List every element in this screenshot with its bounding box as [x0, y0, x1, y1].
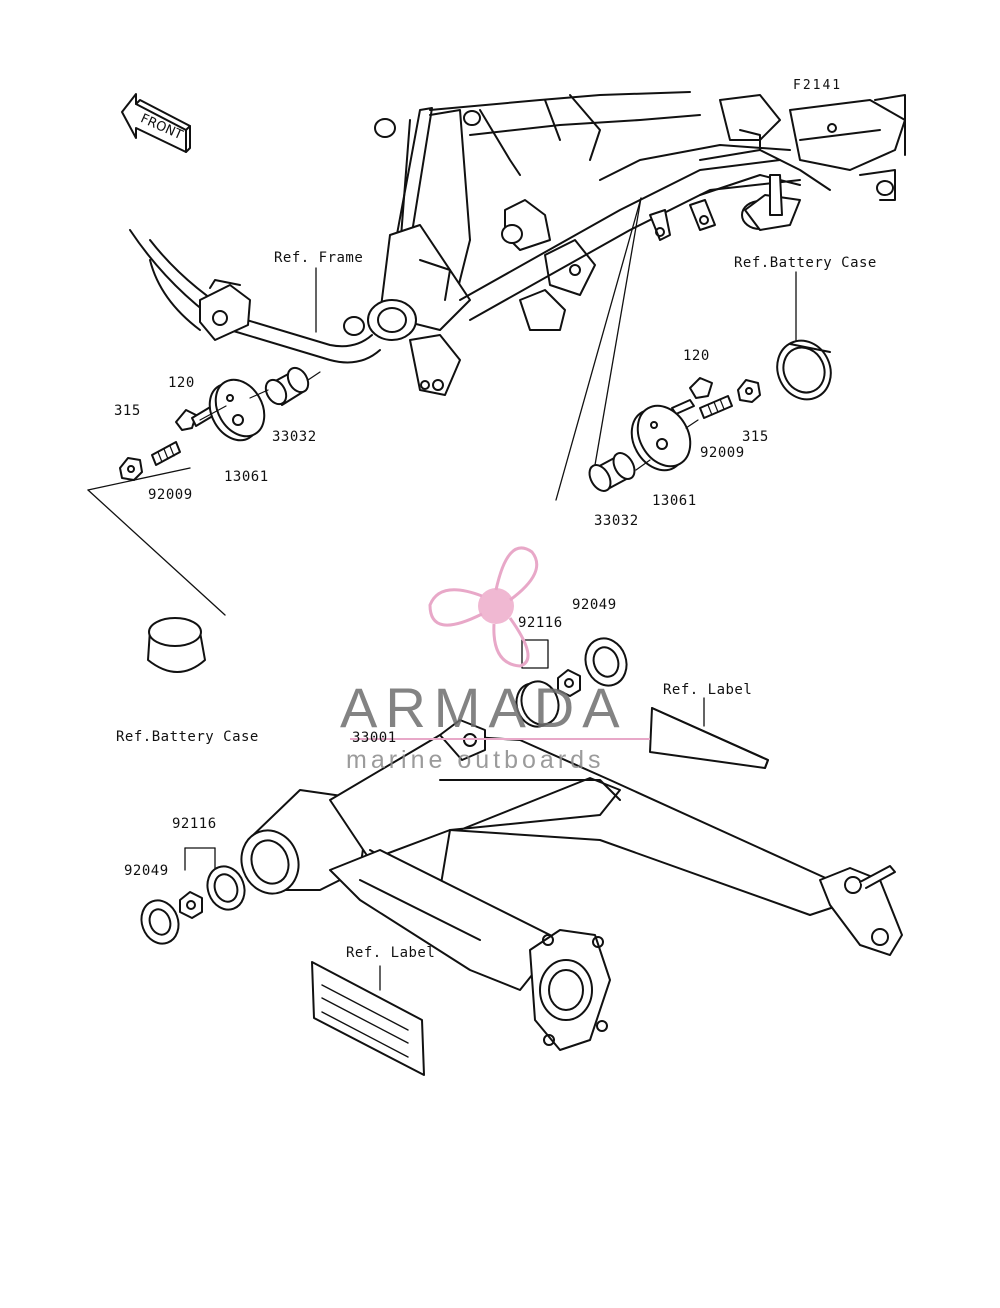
watermark-title: ARMADA — [340, 676, 628, 739]
right-13061-label: 13061 — [652, 493, 697, 509]
right-collar-33032 — [588, 452, 636, 492]
right-plate-13061 — [630, 404, 692, 472]
lower-bearing-92049 — [140, 899, 180, 945]
lower-seal-92116 — [179, 891, 203, 919]
lower-bearing-outer — [206, 865, 246, 911]
ref-label-bottom-label: Ref. Label — [346, 945, 436, 961]
right-engine-mount-parts — [588, 339, 832, 492]
right-nut-315 — [737, 379, 761, 403]
left-battery-case-cap — [147, 617, 206, 673]
right-stud-92009 — [699, 395, 733, 419]
upper-92116-label: 92116 — [518, 615, 563, 631]
upper-bearing-outer — [515, 680, 560, 728]
right-bolt-120 — [671, 377, 713, 415]
lower-92116-label: 92116 — [172, 816, 217, 832]
watermark-subtitle: marine outboards — [346, 746, 605, 774]
right-315-label: 315 — [742, 429, 769, 445]
left-engine-mount-parts — [119, 366, 321, 481]
left-315-label: 315 — [114, 403, 141, 419]
left-13061-label: 13061 — [224, 469, 269, 485]
upper-92049-label: 92049 — [572, 597, 617, 613]
upper-bearing-set — [515, 637, 628, 728]
swingarm-33001-label: 33001 — [352, 730, 397, 746]
propeller-logo-icon — [428, 546, 539, 668]
left-stud-92009 — [151, 441, 181, 466]
left-120-label: 120 — [168, 375, 195, 391]
left-33032-label: 33032 — [272, 429, 317, 445]
left-collar-33032 — [264, 366, 310, 406]
lower-bearing-set — [140, 865, 246, 945]
lower-92049-label: 92049 — [124, 863, 169, 879]
left-92009-label: 92009 — [148, 487, 193, 503]
ref-frame-label: Ref. Frame — [274, 250, 364, 266]
upper-bearing-92049 — [584, 637, 628, 687]
right-label-plate — [649, 697, 769, 769]
right-33032-label: 33032 — [594, 513, 639, 529]
right-120-label: 120 — [683, 348, 710, 364]
upper-seal-92116 — [557, 669, 581, 697]
bottom-label-plate — [311, 961, 425, 1076]
right-battery-case-ring — [776, 339, 832, 401]
right-92009-label: 92009 — [700, 445, 745, 461]
ref-label-right-label: Ref. Label — [663, 682, 753, 698]
ref-battery-case-left-label: Ref.Battery Case — [116, 729, 259, 745]
figure-code: F2141 — [793, 78, 843, 93]
motorcycle-frame — [129, 91, 906, 396]
ref-battery-case-right-label: Ref.Battery Case — [734, 255, 877, 271]
front-arrow-icon: FRONT — [121, 93, 191, 153]
left-nut-315 — [119, 457, 143, 481]
left-plate-13061 — [208, 378, 266, 442]
